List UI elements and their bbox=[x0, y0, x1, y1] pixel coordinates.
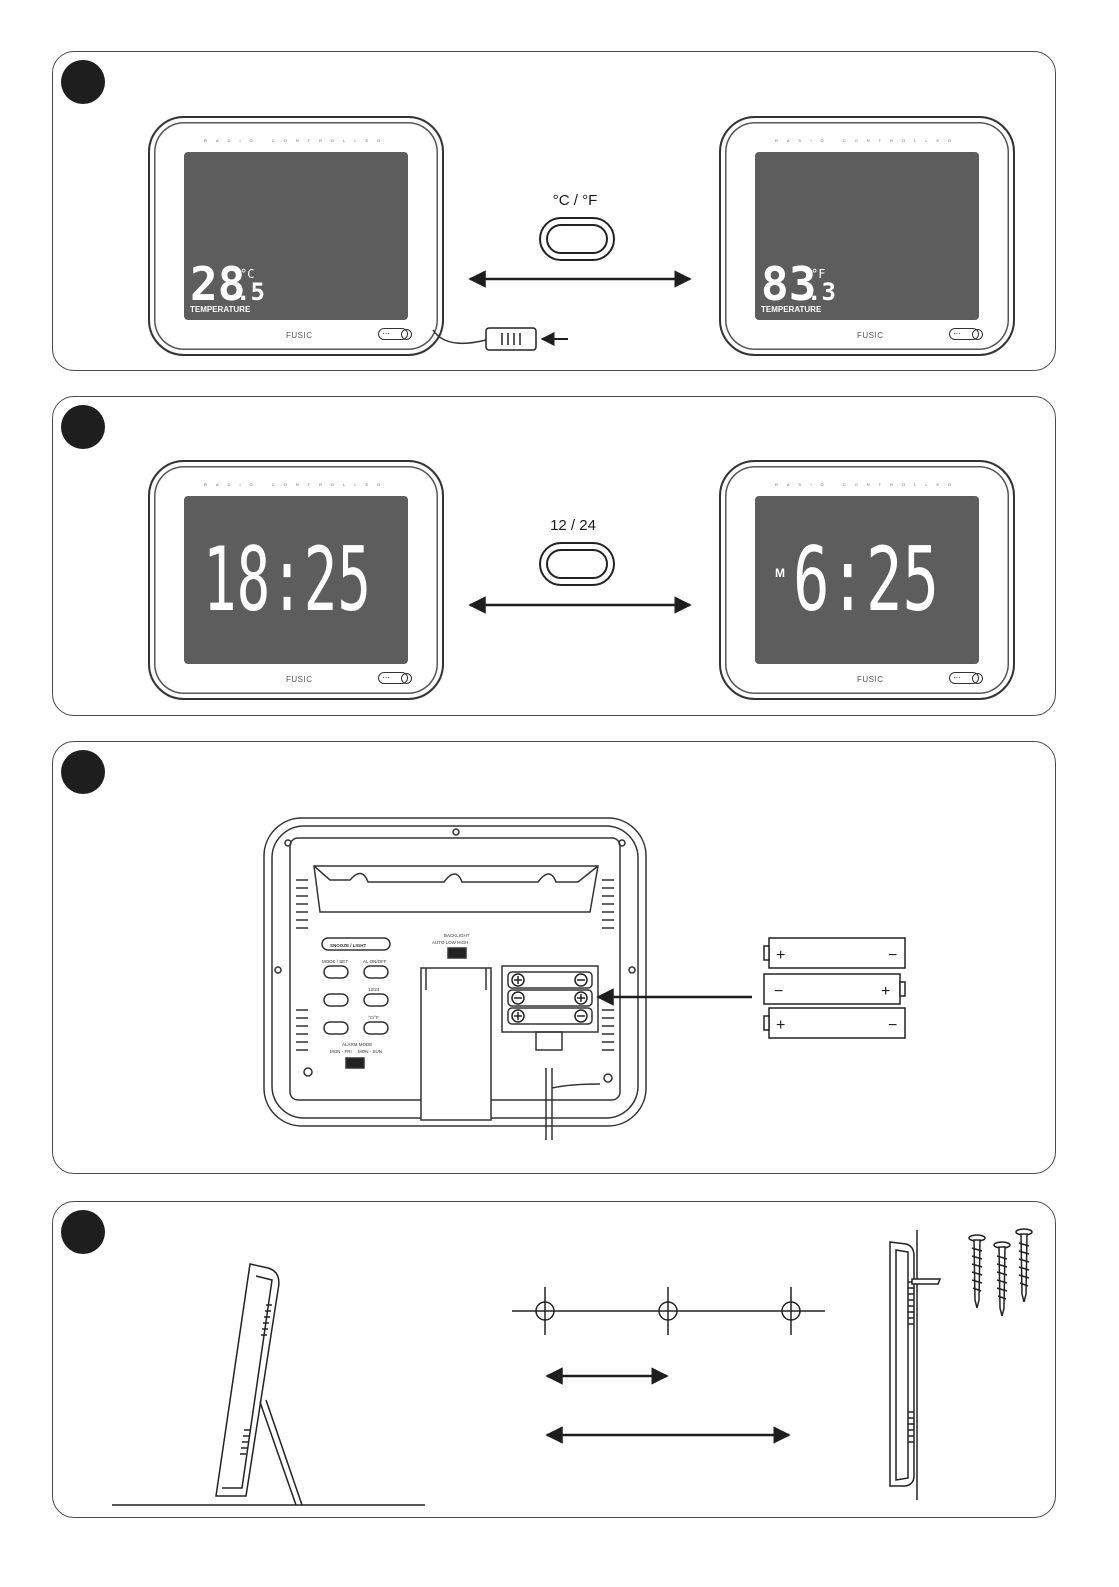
clock-front-celsius: RADIO CONTROLLED FUSIC ··· bbox=[148, 116, 444, 356]
brand-label: FUSIC bbox=[857, 331, 884, 340]
time-format-button bbox=[539, 542, 615, 586]
brand-label: FUSIC bbox=[286, 675, 313, 684]
celsius-fahrenheit-button-label: °C / °F bbox=[515, 192, 635, 209]
panel-mounting bbox=[52, 1201, 1056, 1518]
clock-front-fahrenheit: RADIO CONTROLLED FUSIC ··· bbox=[719, 116, 1015, 356]
lcd-screen bbox=[184, 152, 408, 320]
lcd-screen bbox=[755, 152, 979, 320]
side-knob-icon bbox=[972, 673, 983, 684]
brand-label: FUSIC bbox=[286, 331, 313, 340]
step-marker bbox=[61, 405, 105, 449]
lcd-screen bbox=[755, 496, 979, 664]
radio-controlled-text: RADIO CONTROLLED bbox=[775, 482, 960, 487]
clock-front-12h: RADIO CONTROLLED FUSIC ··· bbox=[719, 460, 1015, 700]
radio-controlled-text: RADIO CONTROLLED bbox=[204, 138, 389, 143]
radio-controlled-text: RADIO CONTROLLED bbox=[204, 482, 389, 487]
side-knob-icon bbox=[401, 673, 412, 684]
time-format-button-label: 12 / 24 bbox=[513, 517, 633, 534]
radio-controlled-text: RADIO CONTROLLED bbox=[775, 138, 960, 143]
panel-battery-install bbox=[52, 741, 1056, 1174]
step-marker bbox=[61, 1210, 105, 1254]
brand-label: FUSIC bbox=[857, 675, 884, 684]
step-marker bbox=[61, 750, 105, 794]
step-marker bbox=[61, 60, 105, 104]
lcd-screen bbox=[184, 496, 408, 664]
clock-front-24h: RADIO CONTROLLED FUSIC ··· bbox=[148, 460, 444, 700]
side-knob-icon bbox=[972, 329, 983, 340]
side-knob-icon bbox=[401, 329, 412, 340]
celsius-fahrenheit-button bbox=[539, 217, 615, 261]
